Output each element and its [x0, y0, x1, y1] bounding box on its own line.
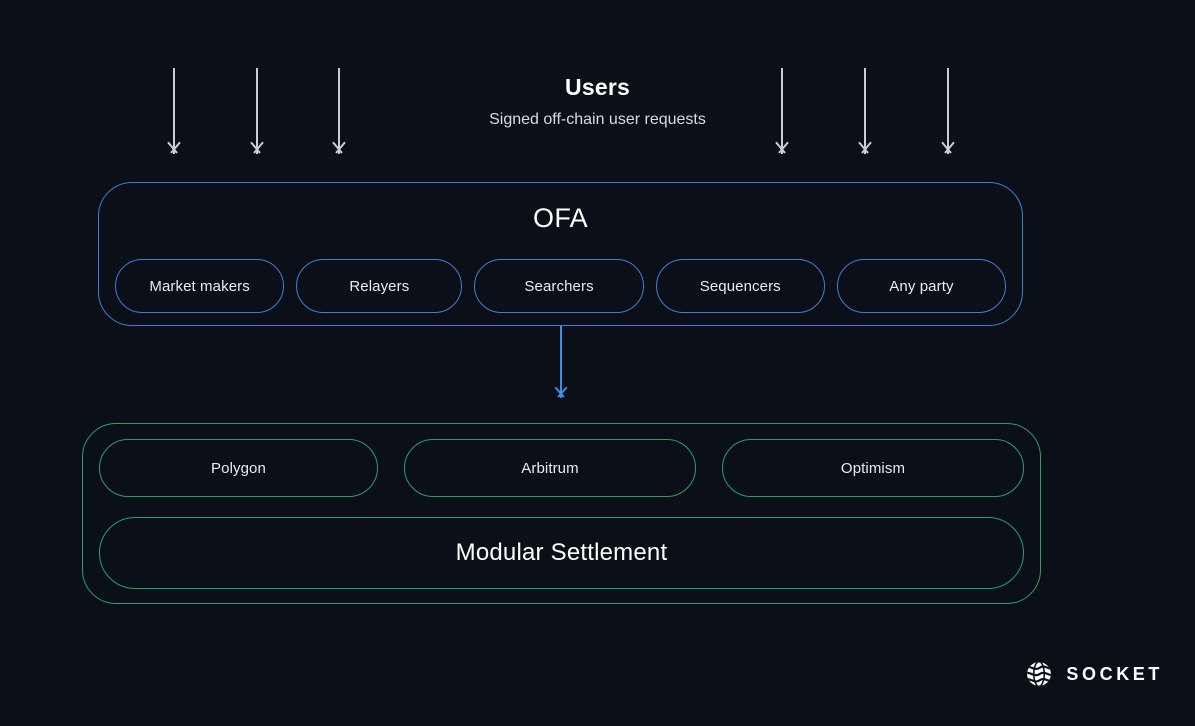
- users-subtitle: Signed off-chain user requests: [489, 111, 706, 128]
- users-header: Users Signed off-chain user requests: [0, 72, 1195, 131]
- socket-logo: SOCKET: [1025, 660, 1163, 688]
- socket-globe-icon: [1027, 662, 1052, 686]
- ofa-participant-row: Market makers Relayers Searchers Sequenc…: [115, 259, 1007, 313]
- arrow-head-icon: [774, 138, 790, 154]
- arrow-shaft: [947, 68, 949, 154]
- arrow-head-icon: [166, 138, 182, 154]
- chain-optimism[interactable]: Optimism: [722, 439, 1024, 497]
- ofa-participant-relayers[interactable]: Relayers: [296, 259, 463, 313]
- ofa-container: OFA Market makers Relayers Searchers Seq…: [98, 182, 1023, 326]
- socket-wordmark: SOCKET: [1066, 664, 1163, 684]
- user-arrow-2: [246, 68, 268, 154]
- chain-polygon[interactable]: Polygon: [99, 439, 378, 497]
- modular-settlement-bar: Modular Settlement: [99, 517, 1024, 589]
- users-title: Users: [565, 74, 630, 100]
- user-arrow-6: [937, 68, 959, 154]
- arrow-shaft: [338, 68, 340, 154]
- arrow-head-icon: [553, 383, 569, 398]
- user-arrow-3: [328, 68, 350, 154]
- ofa-title: OFA: [533, 203, 588, 233]
- ofa-participant-any-party[interactable]: Any party: [836, 259, 1007, 313]
- chain-arbitrum[interactable]: Arbitrum: [404, 439, 696, 497]
- arrow-shaft: [560, 326, 562, 398]
- arrow-shaft: [173, 68, 175, 154]
- arrow-head-icon: [249, 138, 265, 154]
- settlement-chain-row: Polygon Arbitrum Optimism: [99, 439, 1024, 497]
- arrow-head-icon: [940, 138, 956, 154]
- settlement-container: Polygon Arbitrum Optimism Modular Settle…: [82, 423, 1041, 604]
- ofa-participant-sequencers[interactable]: Sequencers: [655, 259, 825, 313]
- user-arrow-1: [163, 68, 185, 154]
- arrow-shaft: [781, 68, 783, 154]
- arrow-head-icon: [331, 138, 347, 154]
- user-arrow-5: [854, 68, 876, 154]
- ofa-participant-searchers[interactable]: Searchers: [474, 259, 644, 313]
- ofa-participant-market-makers[interactable]: Market makers: [115, 259, 285, 313]
- arrow-shaft: [864, 68, 866, 154]
- user-arrow-4: [771, 68, 793, 154]
- arrow-head-icon: [857, 138, 873, 154]
- arrow-shaft: [256, 68, 258, 154]
- ofa-to-settlement-arrow: [552, 326, 570, 398]
